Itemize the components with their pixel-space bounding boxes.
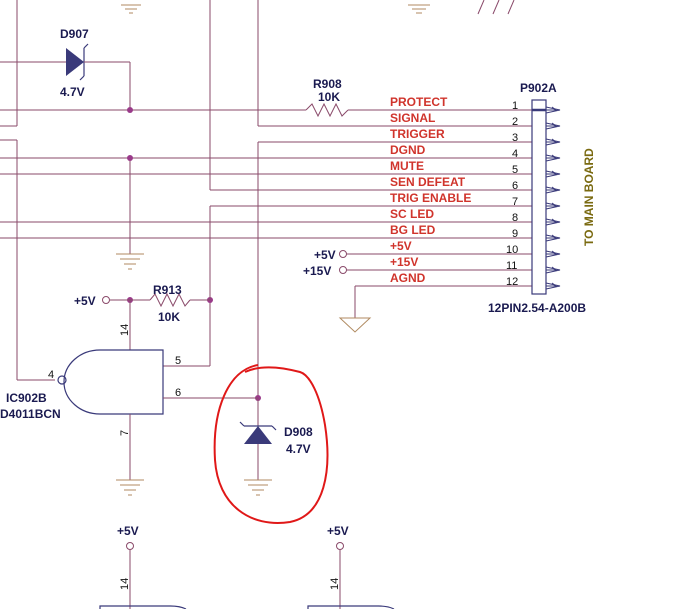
r908-name: R908 [313,77,342,91]
gate-pin-in: 4 [48,369,54,381]
pin-num-3: 3 [512,132,518,144]
sig-10: +5V [390,239,412,253]
signal-labels: PROTECT SIGNAL TRIGGER DGND MUTE SEN DEF… [390,95,471,285]
connector-name: P902A [520,81,557,95]
pin-num-7: 7 [512,196,518,208]
pin-num-12: 12 [506,276,518,288]
sig-9: BG LED [390,223,436,237]
diode-d908: D908 4.7V [239,398,313,496]
connector-arrow-11 [546,266,558,271]
sig-8: SC LED [390,207,434,221]
bottom-right-5v: +5V [327,524,349,538]
connector-part: 12PIN2.54-A200B [488,301,586,315]
d907-value: 4.7V [60,85,85,99]
nand-gate-ic902b: 4 5 6 14 7 IC902B D4011BCN [0,324,258,480]
connector-arrow-1 [546,106,558,111]
connector-arrowhead-9 [545,234,561,242]
hand-drawn-circle [213,364,329,524]
supply-15v-label: +15V [303,264,331,278]
connector-arrow-3 [546,138,558,143]
gate-name: IC902B [6,391,47,405]
ground-agnd [338,317,372,333]
signal-wires [0,102,532,398]
pin-numbers: 1 2 3 4 5 6 7 8 9 10 11 12 [506,100,518,288]
sig-3: TRIGGER [390,127,445,141]
bottom-left-5v: +5V [117,524,139,538]
connector-arrowhead-7 [545,202,561,210]
d908-value: 4.7V [286,442,311,456]
connector-arrowhead-3 [545,138,561,146]
top-ground-symbols [121,0,515,15]
pin-num-2: 2 [512,116,518,128]
sig-6: SEN DEFEAT [390,175,466,189]
connector-arrowhead-6 [545,186,561,194]
connector-arrow-4 [546,154,558,159]
gate-pin-vdd: 14 [119,324,131,336]
connector-arrow-6 [546,186,558,191]
d908-name: D908 [284,425,313,439]
pin-num-4: 4 [512,148,518,160]
diode-d907: D907 4.7V [0,27,131,110]
bottom-left-pin14: 14 [119,578,131,590]
pin-num-9: 9 [512,228,518,240]
connector-arrow-12 [546,282,558,287]
bottom-supplies: +5V 14 +5V 14 [99,524,395,609]
connector-arrowhead-8 [545,218,561,226]
bottom-right-pin14: 14 [329,578,341,590]
connector-arrowhead-1 [545,106,561,114]
d907-name: D907 [60,27,89,41]
r913-supply-label: +5V [74,294,96,308]
connector-arrow-5 [546,170,558,175]
sig-5: MUTE [390,159,424,173]
r908-value: 10K [318,90,340,104]
connector-arrowhead-11 [545,266,561,274]
connector-arrowhead-5 [545,170,561,178]
sig-11: +15V [390,255,418,269]
ground-dgnd [116,253,144,270]
pin-num-1: 1 [512,100,518,112]
connector-arrowhead-4 [545,154,561,162]
sig-7: TRIG ENABLE [390,191,471,205]
r913-name: R913 [153,283,182,297]
pin-num-6: 6 [512,180,518,192]
connector-arrow-10 [546,250,558,255]
connector-arrow-7 [546,202,558,207]
connector-p902a: P902A 12PIN2.54-A200B TO MAIN BOARD [488,81,596,315]
resistor-r913: +5V R913 10K [74,206,211,350]
connector-arrow-2 [546,122,558,127]
to-main-board-label: TO MAIN BOARD [582,148,596,246]
sig-4: DGND [390,143,426,157]
connector-arrowhead-10 [545,250,561,258]
pin-num-11: 11 [506,260,517,272]
gate-part: D4011BCN [0,407,61,421]
connector-arrow-9 [546,234,558,239]
sig-1: PROTECT [390,95,448,109]
pin-num-5: 5 [512,164,518,176]
pin-num-8: 8 [512,212,518,224]
sig-2: SIGNAL [390,111,435,125]
connector-arrow-8 [546,218,558,223]
junctions [127,107,261,401]
connector-arrowhead-12 [545,282,561,290]
connector-arrowhead-2 [545,122,561,130]
pin-num-10: 10 [506,244,518,256]
gate-pin-b: 6 [175,387,181,399]
gate-pin-vss: 7 [119,430,131,436]
supply-5v-label: +5V [314,248,336,262]
gate-pin-a: 5 [175,355,181,367]
sig-12: AGND [390,271,426,285]
ground-gate [116,479,144,496]
r913-value: 10K [158,310,180,324]
